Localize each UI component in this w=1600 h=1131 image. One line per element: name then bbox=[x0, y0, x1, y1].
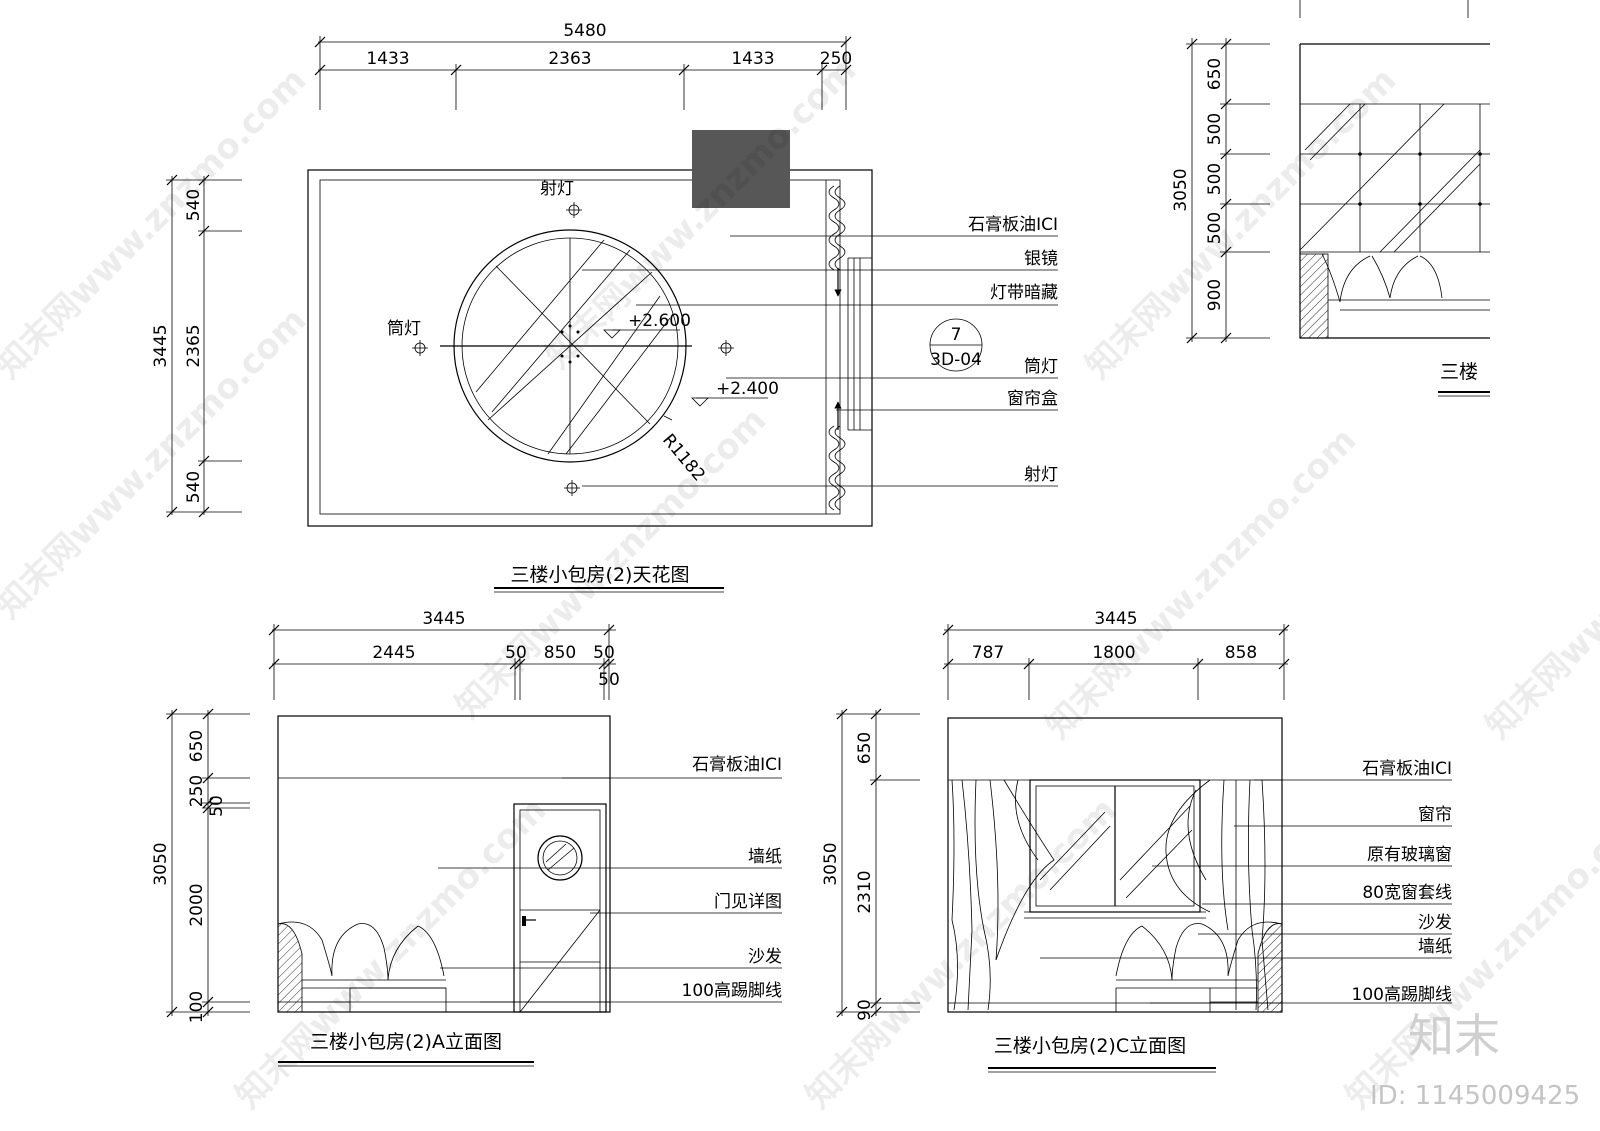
label-silver-mirror: 银镜 bbox=[1024, 249, 1058, 269]
elev-c-title: 三楼小包房(2)C立面图 bbox=[994, 1035, 1186, 1057]
downlight-left bbox=[412, 340, 428, 356]
callout-number: 7 bbox=[951, 325, 962, 345]
ceiling-dim-4: 250 bbox=[820, 49, 852, 69]
spotlight-top bbox=[566, 202, 582, 218]
label-curtain-box: 窗帘盒 bbox=[1007, 389, 1058, 409]
elev-c-label-glass: 原有玻璃窗 bbox=[1367, 845, 1452, 865]
watermark-6: 知末网www.znzmo.com bbox=[1038, 420, 1364, 746]
watermark-8: 知末网www.znzmo.com bbox=[228, 790, 554, 1116]
elev-a-label-baseboard: 100高踢脚线 bbox=[682, 981, 782, 1001]
elev-a-dim-4: 50 bbox=[593, 643, 615, 663]
elev-a-total-height: 3050 bbox=[151, 842, 171, 885]
elevation-c: 3445 787 1800 858 3050 650 2310 90 bbox=[821, 609, 1452, 1073]
ceiling-ldim-1: 540 bbox=[184, 189, 204, 221]
label-gypsum: 石膏板油ICI bbox=[968, 214, 1058, 235]
detail-callout: 7 3D-04 bbox=[929, 318, 983, 372]
ceiling-ldim-3: 540 bbox=[184, 471, 204, 503]
column-block bbox=[692, 130, 790, 208]
elev-a-ldim-1: 650 bbox=[187, 730, 207, 762]
elev-b-dim-1: 650 bbox=[1205, 58, 1225, 90]
elev-c-ldim-3: 90 bbox=[855, 999, 875, 1021]
elev-a-label-gypsum: 石膏板油ICI bbox=[692, 754, 782, 775]
image-id: ID: 1145009425 bbox=[1370, 1081, 1580, 1111]
sofa-a bbox=[277, 921, 447, 1013]
elev-b-dim-5: 900 bbox=[1205, 279, 1225, 311]
ceiling-dim-1: 1433 bbox=[366, 49, 409, 69]
ceiling-ldim-2: 2365 bbox=[184, 324, 204, 367]
level-marker-upper: +2.600 bbox=[603, 311, 691, 339]
downlight-right bbox=[718, 340, 734, 356]
elev-c-total-height: 3050 bbox=[821, 842, 841, 885]
elev-a-ldim-5: 100 bbox=[187, 991, 207, 1023]
elev-a-title: 三楼小包房(2)A立面图 bbox=[310, 1031, 502, 1053]
curtains bbox=[951, 779, 1269, 1011]
watermark-7: 知末网www.znzmo.com bbox=[1478, 420, 1600, 746]
level-2600: +2.600 bbox=[628, 311, 691, 331]
ceiling-title: 三楼小包房(2)天花图 bbox=[511, 564, 690, 586]
ceiling-dim-3: 1433 bbox=[731, 49, 774, 69]
ceiling-inner-outline bbox=[319, 179, 841, 515]
watermark-2: 知末网www.znzmo.com bbox=[538, 50, 864, 376]
elev-c-label-sofa: 沙发 bbox=[1418, 913, 1452, 933]
elev-c-dim-1: 787 bbox=[972, 643, 1004, 663]
elev-a-dim-5: 50 bbox=[598, 670, 620, 690]
elev-b-dim-2: 500 bbox=[1205, 113, 1225, 145]
curtain-box bbox=[825, 180, 872, 514]
label-downlight: 筒灯 bbox=[1024, 357, 1058, 377]
elev-a-ldim-4: 2000 bbox=[187, 883, 207, 926]
ceiling-top-dimensions: 5480 1433 2363 1433 250 bbox=[314, 21, 852, 110]
elev-a-ldim-2: 250 bbox=[187, 775, 207, 807]
elev-c-label-gypsum: 石膏板油ICI bbox=[1362, 758, 1452, 779]
elev-b-total-height: 3050 bbox=[1171, 168, 1191, 211]
elev-c-label-baseboard: 100高踢脚线 bbox=[1352, 985, 1452, 1005]
ceiling-leaders bbox=[582, 235, 1058, 487]
circular-mirror bbox=[440, 229, 692, 463]
elev-a-total-width: 3445 bbox=[422, 609, 465, 629]
ceiling-total-width: 5480 bbox=[563, 21, 606, 41]
elev-a-dim-2: 50 bbox=[505, 643, 527, 663]
spotlight-bottom bbox=[564, 480, 580, 496]
door bbox=[513, 803, 607, 1013]
elev-c-dim-3: 858 bbox=[1225, 643, 1257, 663]
elev-c-ldim-2: 2310 bbox=[855, 870, 875, 913]
elev-c-label-curtain: 窗帘 bbox=[1418, 805, 1452, 825]
brand-logo-text: 知末 bbox=[1408, 1009, 1500, 1063]
elev-b-dim-4: 500 bbox=[1205, 212, 1225, 244]
elev-b-title-partial: 三楼 bbox=[1440, 361, 1478, 383]
elevation-a: 3445 2445 50 850 50 50 3050 650 250 50 2… bbox=[151, 609, 782, 1067]
elev-c-label-trim: 80宽窗套线 bbox=[1362, 883, 1452, 903]
ceiling-room-outline bbox=[307, 169, 873, 527]
ceiling-dim-2: 2363 bbox=[548, 49, 591, 69]
elev-a-label-wallpaper: 墙纸 bbox=[748, 847, 782, 867]
level-marker-lower: +2.400 bbox=[691, 379, 779, 407]
downlight-left-label: 筒灯 bbox=[387, 319, 421, 339]
ceiling-left-dimensions: 3445 540 2365 540 bbox=[151, 174, 242, 518]
glass-window bbox=[1024, 779, 1206, 919]
elev-c-ldim-1: 650 bbox=[855, 732, 875, 764]
ceiling-total-depth: 3445 bbox=[151, 324, 171, 367]
level-2400: +2.400 bbox=[716, 379, 779, 399]
elev-a-ldim-3: 50 bbox=[207, 795, 227, 817]
elev-a-dim-1: 2445 bbox=[372, 643, 415, 663]
watermark-10: 知末网www.znzmo.com bbox=[1338, 790, 1600, 1116]
elev-a-label-door: 门见详图 bbox=[714, 892, 782, 912]
elev-a-dim-3: 850 bbox=[544, 643, 576, 663]
label-hidden-led: 灯带暗藏 bbox=[990, 283, 1058, 303]
elev-c-dim-2: 1800 bbox=[1092, 643, 1135, 663]
spotlight-top-label: 射灯 bbox=[540, 179, 574, 199]
ceiling-plan: 5480 1433 2363 1433 250 3445 540 2365 54… bbox=[151, 21, 1058, 593]
label-spotlight: 射灯 bbox=[1024, 465, 1058, 485]
sofa-c bbox=[1115, 921, 1283, 1013]
elev-c-label-wallpaper: 墙纸 bbox=[1418, 937, 1452, 957]
elev-a-label-sofa: 沙发 bbox=[748, 947, 782, 967]
callout-ref: 3D-04 bbox=[930, 350, 982, 370]
elev-b-dim-3: 500 bbox=[1205, 163, 1225, 195]
elevation-b-partial: 3050 650 500 500 500 900 三楼 bbox=[1171, 0, 1490, 397]
elev-c-total-width: 3445 bbox=[1094, 609, 1137, 629]
